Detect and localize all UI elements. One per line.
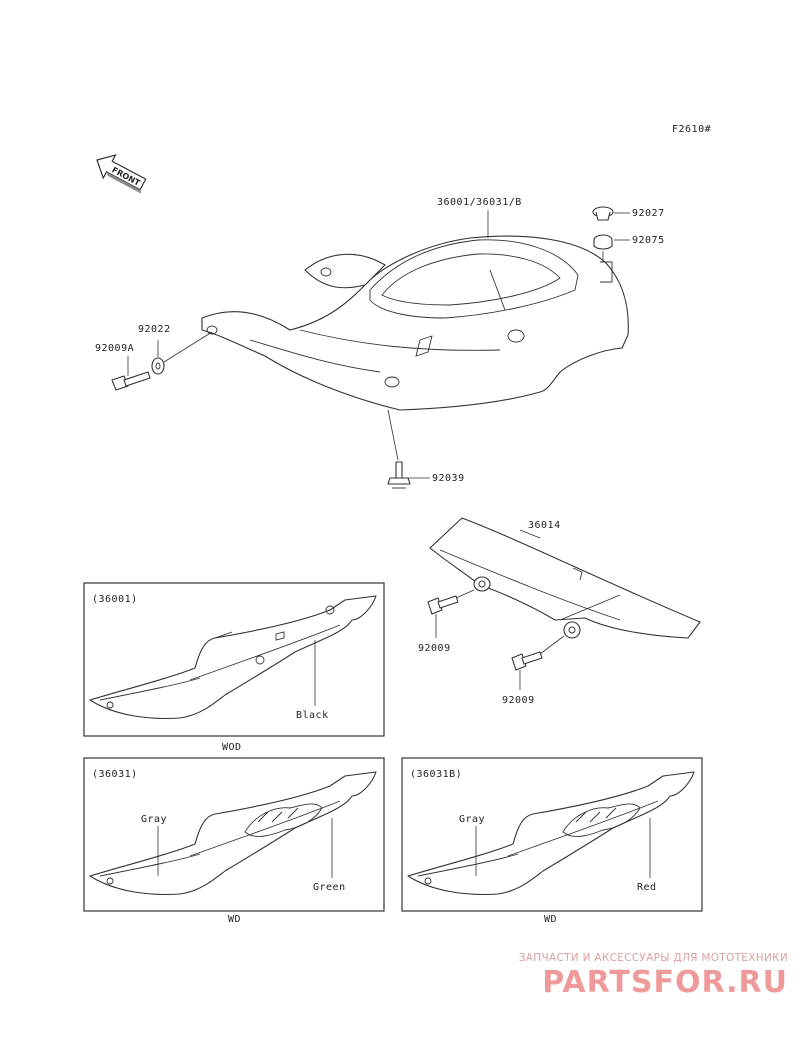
bolt-92009-lower: [511, 651, 543, 671]
cap-92027: [592, 206, 614, 221]
color-label-gray: Gray: [459, 814, 485, 825]
bolt-92009A: [111, 371, 151, 391]
watermark-logo: PARTSFOR.RU: [542, 965, 788, 1000]
callout-92027: 92027: [632, 208, 665, 219]
variant-code: (36031B): [410, 769, 462, 780]
variant-code: (36031): [92, 769, 138, 780]
callout-92075: 92075: [632, 235, 665, 246]
color-label-gray: Gray: [141, 814, 167, 825]
callout-92009-upper: 92009: [418, 643, 451, 654]
variant-box-36001: (36001) Black: [83, 582, 385, 737]
watermark-tagline: ЗАПЧАСТИ И АКСЕССУАРЫ ДЛЯ МОТОТЕХНИКИ: [518, 952, 788, 964]
variant-box-36031: (36031) Gray Green: [83, 757, 385, 912]
callout-92009-lower: 92009: [502, 695, 535, 706]
color-label-black: Black: [296, 710, 329, 721]
callout-92009A: 92009A: [95, 343, 134, 354]
callout-seat-cover: 36001/36031/B: [437, 197, 522, 208]
grommet-92075: [593, 234, 613, 250]
callout-36014: 36014: [528, 520, 561, 531]
variant-caption-wd-1: WD: [228, 914, 241, 925]
figure-code: F2610#: [672, 124, 711, 135]
variant-caption-wd-2: WD: [544, 914, 557, 925]
washer-92022: [151, 357, 165, 375]
callout-92022: 92022: [138, 324, 171, 335]
color-label-red: Red: [637, 882, 657, 893]
variant-code: (36001): [92, 594, 138, 605]
bolt-92009-upper: [427, 595, 459, 615]
front-arrow-icon: FRONT: [96, 154, 147, 194]
cover-36014: [429, 517, 701, 639]
variant-caption-wod: WOD: [222, 742, 242, 753]
callout-92039: 92039: [432, 473, 465, 484]
color-label-green: Green: [313, 882, 346, 893]
variant-box-36031B: (36031B) Gray Red: [401, 757, 703, 912]
seat-cover-assembly: [201, 235, 629, 411]
rivet-92039: [387, 461, 411, 489]
